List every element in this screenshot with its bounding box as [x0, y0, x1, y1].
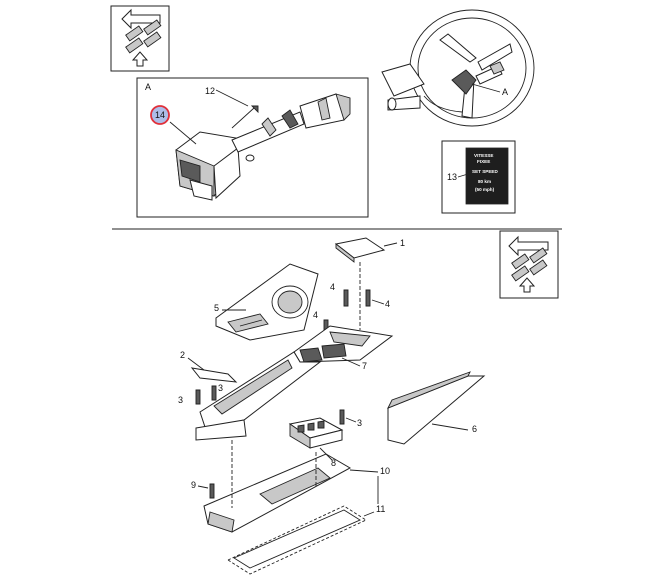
callout-10: 10 — [380, 466, 390, 476]
speed-decal: VITESSE FIXEE SET SPEED 80 km (50 mph) 1… — [441, 140, 516, 214]
callout-4a: 4 — [330, 282, 335, 292]
detail-a-label: A — [145, 82, 151, 92]
highlighted-callout-ring — [150, 105, 170, 125]
decal-line-3: SET SPEED — [472, 169, 498, 174]
callout-9: 9 — [191, 480, 196, 490]
orientation-arrow-icon-right — [499, 230, 559, 299]
callout-3a: 3 — [178, 395, 183, 405]
callout-6: 6 — [472, 424, 477, 434]
callout-14: 14 — [155, 110, 165, 120]
steering-wheel: A — [381, 9, 535, 127]
decal-line-5: (50 mph) — [475, 187, 495, 192]
callout-11: 11 — [376, 504, 385, 514]
console-assembly: 1 5 4 4 4 7 2 3 3 — [178, 237, 486, 575]
callout-2: 2 — [180, 350, 185, 360]
decal-line-4: 80 km — [478, 179, 491, 184]
callout-8: 8 — [331, 458, 336, 468]
orientation-arrow-icon-top — [110, 5, 170, 72]
decal-line-1: VITESSE — [474, 153, 493, 158]
detail-a-box: A 12 14 — [136, 77, 369, 218]
callout-7: 7 — [362, 361, 367, 371]
callout-13: 13 — [447, 172, 457, 182]
callout-1: 1 — [400, 238, 405, 248]
callout-3b: 3 — [218, 383, 223, 393]
callout-12: 12 — [205, 86, 215, 96]
callout-3c: 3 — [357, 418, 362, 428]
multifunction-switch — [175, 93, 351, 201]
callout-5: 5 — [214, 303, 219, 313]
decal-line-2: FIXEE — [477, 159, 490, 164]
wheel-view-label: A — [502, 87, 508, 97]
callout-4b: 4 — [385, 299, 390, 309]
callout-4c: 4 — [313, 310, 318, 320]
